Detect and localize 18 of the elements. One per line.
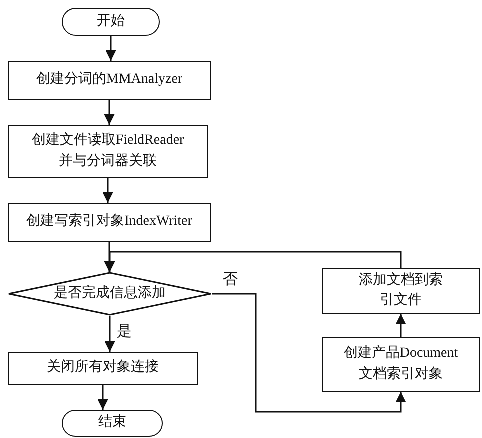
arrow — [104, 100, 115, 125]
arrow — [104, 316, 116, 352]
start-terminal: 开始 — [62, 8, 160, 36]
process-box: 创建文件读取FieldReader并与分词器关联 — [8, 125, 208, 178]
process-box: 创建分词的MMAnalyzer — [8, 61, 211, 100]
decision-diamond: 是否完成信息添加 — [8, 272, 212, 316]
arrow — [106, 36, 116, 61]
edge-label: 否 — [222, 270, 239, 289]
process-box: 创建写索引对象IndexWriter — [8, 203, 211, 242]
arrow — [98, 385, 108, 410]
process-box: 关闭所有对象连接 — [8, 352, 198, 385]
arrow — [396, 314, 406, 337]
arrow — [102, 178, 114, 203]
arrow — [212, 293, 406, 413]
process-box: 创建产品Document文档索引对象 — [322, 337, 480, 392]
end-terminal: 结束 — [62, 410, 163, 437]
edge-label: 是 — [116, 322, 133, 341]
process-box: 添加文档到索引文件 — [322, 268, 480, 314]
